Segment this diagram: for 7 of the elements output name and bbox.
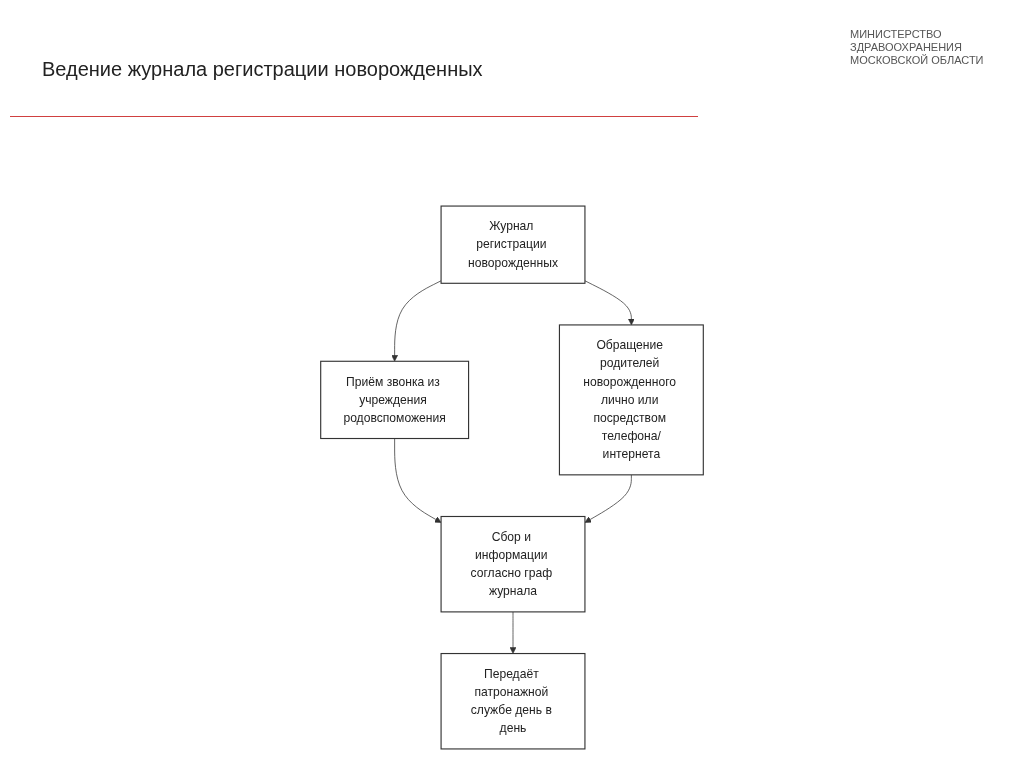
organization-name: МИНИСТЕРСТВО ЗДРАВООХРАНЕНИЯ МОСКОВСКОЙ ОБЛАСТИ [850, 28, 985, 67]
node-box: Сбор и информации согласно граф журнала [440, 515, 586, 613]
title: Ведение журнала регистрации новорожденных [42, 58, 483, 81]
node-box: Обращение родителей новорожденного лично или посредством телефона/интернета [558, 324, 704, 476]
node-box: Приём звонка из учреждения родовспоможения [320, 360, 470, 440]
node-box: Журнал регистрации новорожденных [440, 205, 586, 284]
node-box: Передаёт патронажной службе день в день [440, 652, 586, 750]
